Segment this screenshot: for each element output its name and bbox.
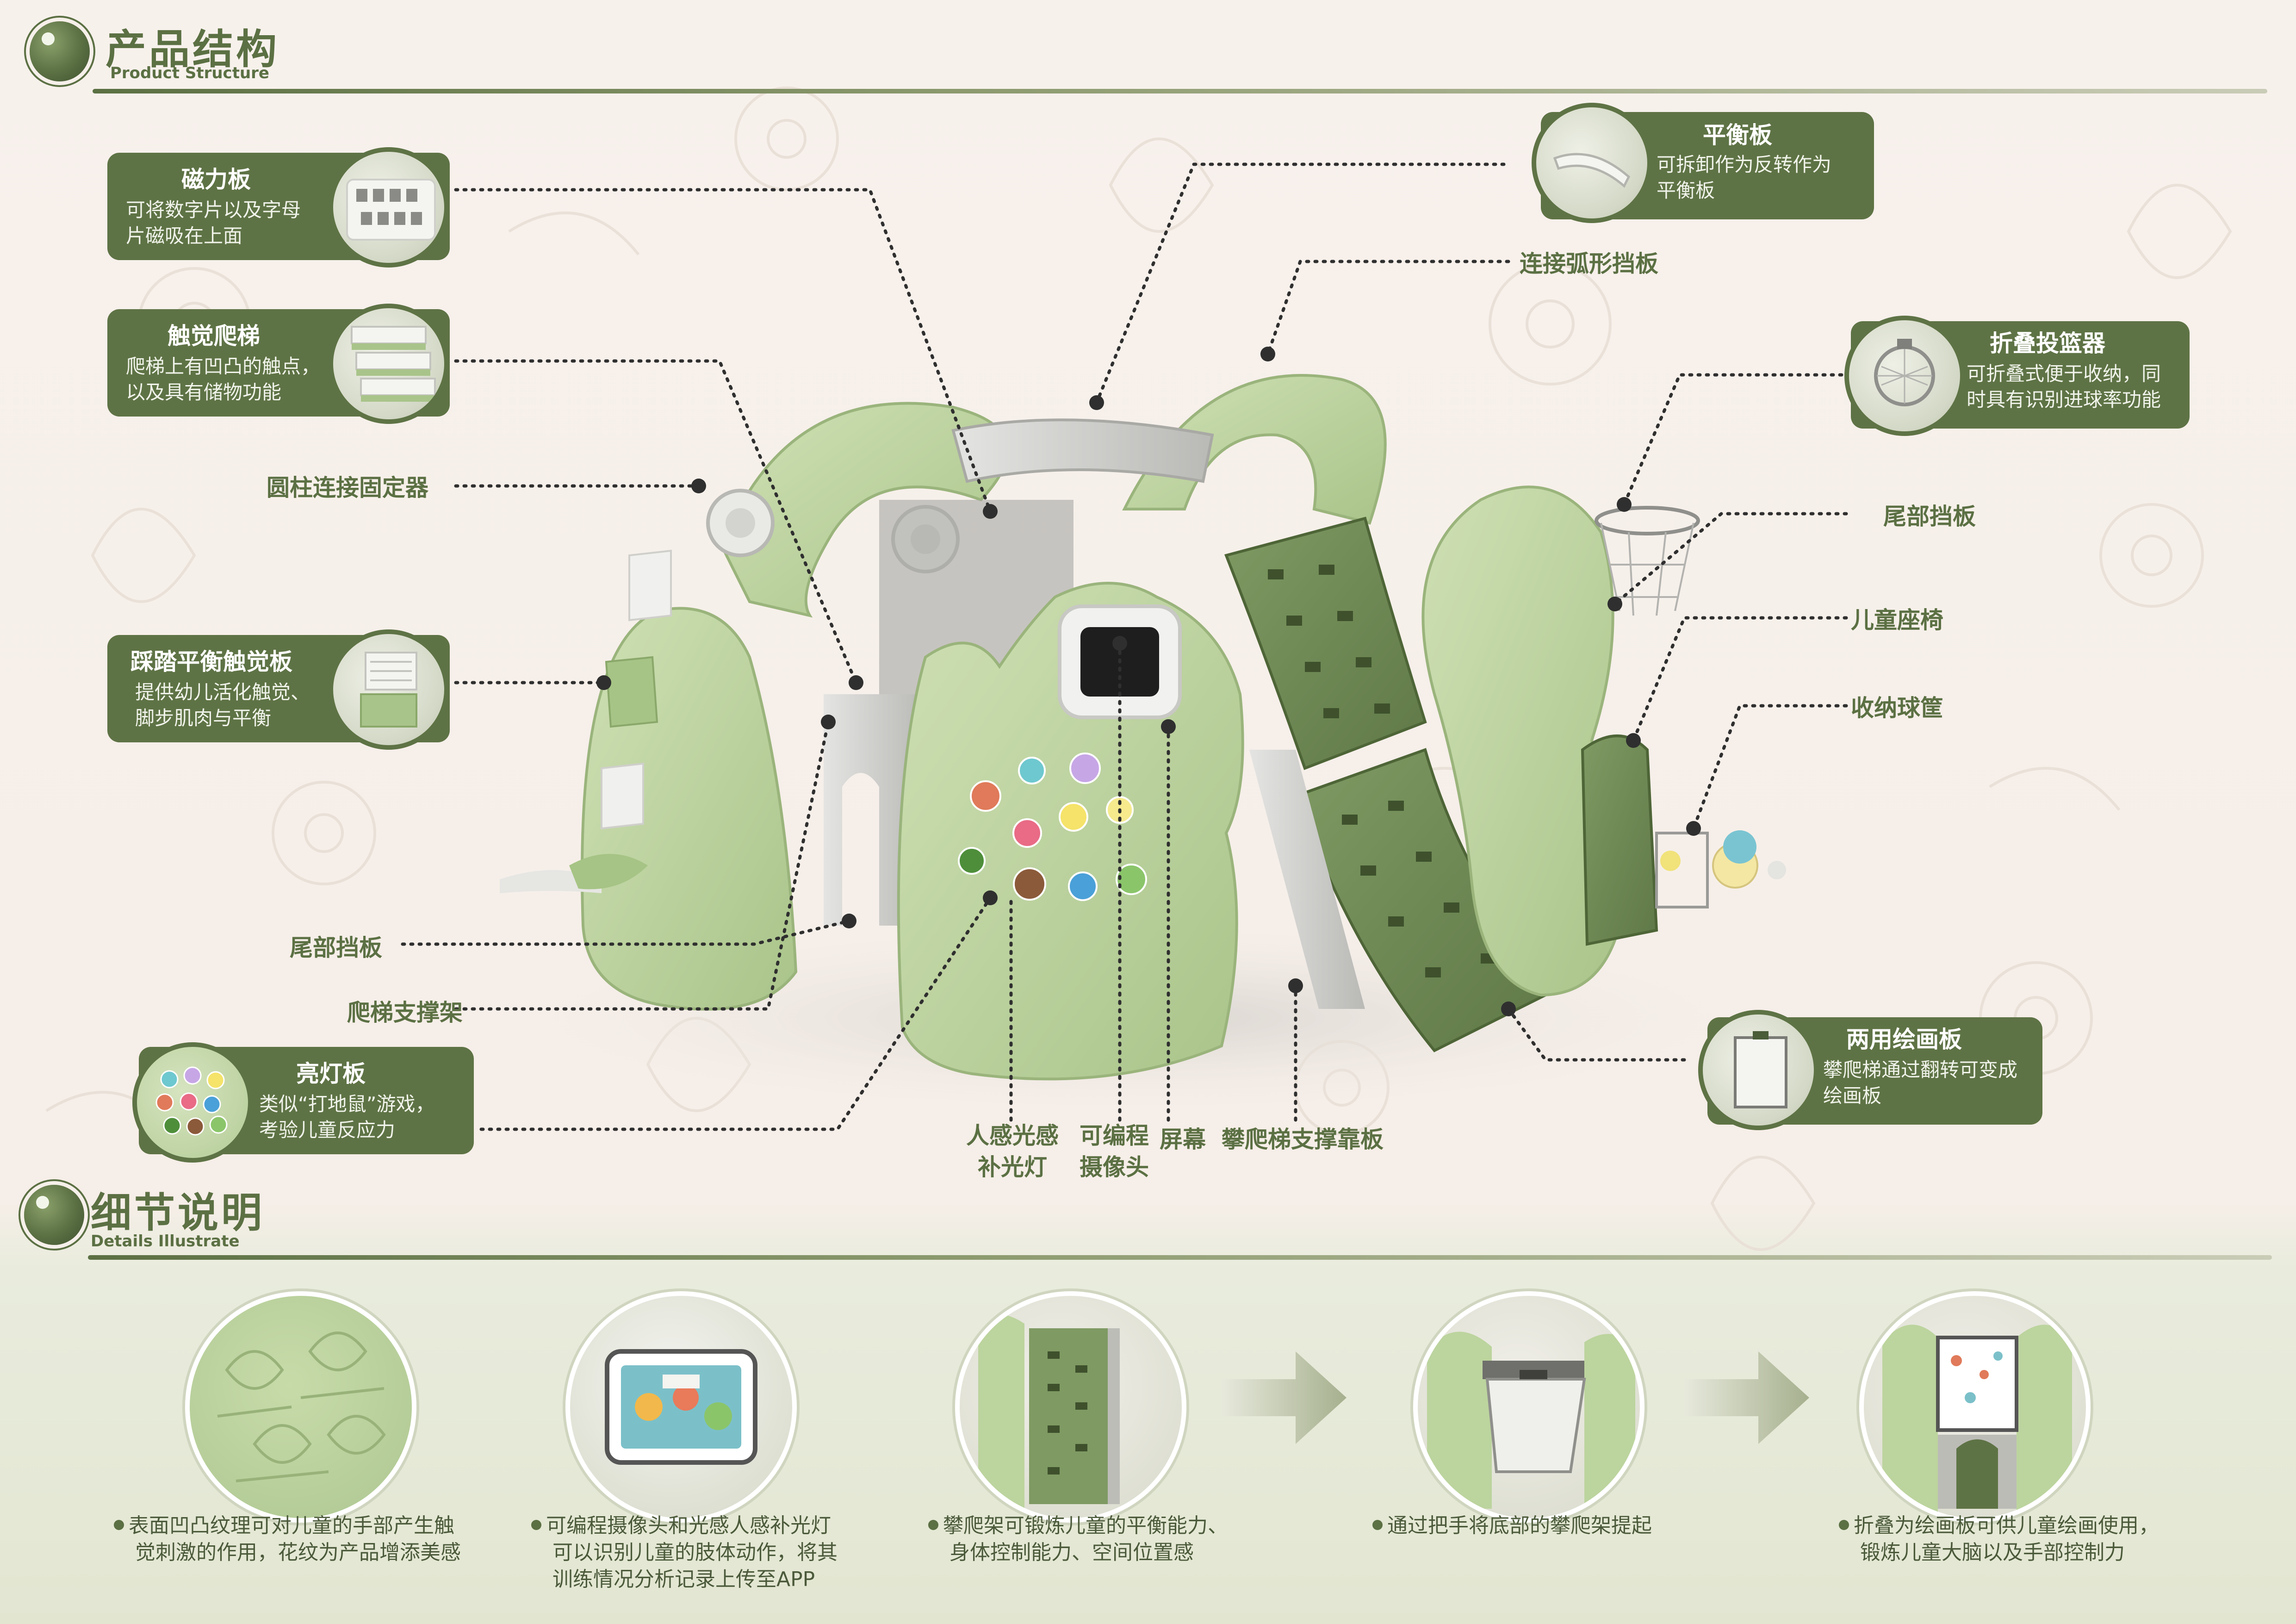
callout-desc: 平衡板 — [1657, 179, 1715, 202]
light-board-thumbnail — [132, 1042, 253, 1163]
detail-drawing-board-image — [1859, 1291, 2091, 1523]
label-screen: 屏幕 — [1160, 1126, 1206, 1153]
callout-desc: 爬梯上有凹凸的触点， — [126, 355, 321, 378]
callout-desc: 脚步肌肉与平衡 — [135, 707, 272, 729]
detail-line: 可编程摄像头和光感人感补光灯 — [546, 1514, 831, 1537]
section-bullet-icon — [24, 1185, 84, 1245]
screen-app-icon — [605, 1349, 757, 1465]
detail-text-drawing: 折叠为绘画板可供儿童绘画使用， 锻炼儿童大脑以及手部控制力 — [1839, 1512, 2159, 1566]
hoop-icon — [1874, 339, 1935, 406]
callout-desc: 可折叠式便于收纳，同 — [1967, 362, 2161, 385]
detail-climbing-frame-image — [955, 1291, 1186, 1523]
callout-desc: 类似“打地鼠”游戏， — [259, 1093, 435, 1115]
detail-camera-image — [565, 1291, 797, 1523]
drawing-board-thumbnail — [1698, 1010, 1818, 1130]
bullet-icon — [1839, 1520, 1849, 1530]
arrow-right-icon — [1222, 1351, 1347, 1444]
section-divider — [88, 1255, 2272, 1260]
callout-title: 两用绘画板 — [1846, 1026, 1962, 1053]
callout-desc: 片磁吸在上面 — [126, 224, 243, 247]
detail-line: 攀爬架可锻炼儿童的平衡能力、 — [943, 1514, 1228, 1537]
balance-board-thumbnail — [1532, 103, 1652, 223]
label-line: 摄像头 — [1080, 1154, 1149, 1181]
detail-texture-image — [185, 1291, 416, 1523]
number-tiles-icon — [346, 179, 436, 241]
callout-desc: 可拆卸作为反转作为 — [1657, 153, 1832, 176]
bullet-icon — [531, 1520, 541, 1530]
detail-line: 训练情况分析记录上传至APP — [552, 1568, 815, 1591]
section-subtitle-details: Details Illustrate — [91, 1232, 240, 1251]
callout-title: 踩踏平衡触觉板 — [130, 648, 292, 675]
step-board-thumbnail — [329, 629, 449, 750]
section-title-details: 细节说明 — [91, 1189, 265, 1237]
callout-title: 亮灯板 — [296, 1060, 366, 1087]
detail-line: 觉刺激的作用，花纹为产品增添美感 — [135, 1541, 461, 1564]
bullet-icon — [114, 1520, 124, 1530]
label-child-seat: 儿童座椅 — [1851, 607, 1943, 634]
label-arc-connector: 连接弧形挡板 — [1520, 250, 1658, 277]
callout-title: 触觉爬梯 — [168, 323, 260, 349]
callout-title: 磁力板 — [181, 166, 251, 193]
folding-hoop-thumbnail — [1844, 316, 1965, 436]
detail-line: 可以识别儿童的肢体动作，将其 — [552, 1541, 838, 1564]
leaf-texture-icon — [217, 1332, 386, 1482]
callout-title: 折叠投篮器 — [1990, 330, 2105, 357]
label-storage-basket: 收纳球筐 — [1851, 695, 1943, 722]
callout-desc: 攀爬梯通过翻转可变成 — [1823, 1058, 2018, 1081]
label-tail-board-left: 尾部挡板 — [290, 934, 382, 961]
detail-text-climbing: 攀爬架可锻炼儿童的平衡能力、 身体控制能力、空间位置感 — [928, 1512, 1228, 1566]
magnetic-board-thumbnail — [329, 147, 449, 268]
detail-line: 锻炼儿童大脑以及手部控制力 — [1860, 1541, 2125, 1564]
label-programmable-camera: 可编程 摄像头 — [1073, 1120, 1156, 1183]
label-line: 补光灯 — [978, 1154, 1047, 1181]
arrow-right-icon — [1684, 1351, 1809, 1444]
bullet-icon — [1372, 1520, 1383, 1530]
tactile-ladder-thumbnail — [329, 304, 449, 424]
section-subtitle-structure: Product Structure — [110, 64, 269, 82]
detail-line: 表面凹凸纹理可对儿童的手部产生触 — [129, 1514, 454, 1537]
label-line: 可编程 — [1080, 1122, 1149, 1149]
callout-title: 平衡板 — [1703, 122, 1772, 149]
label-sensor-light: 人感光感 补光灯 — [957, 1120, 1068, 1183]
step-plates-icon — [360, 652, 417, 728]
easel-icon — [1734, 1031, 1787, 1108]
label-climb-support-board: 攀爬梯支撑靠板 — [1222, 1126, 1384, 1153]
curved-board-icon — [1553, 153, 1631, 188]
section-title-structure: 产品结构 — [105, 25, 280, 73]
detail-line: 折叠为绘画板可供儿童绘画使用， — [1854, 1514, 2159, 1537]
callout-desc: 绘画板 — [1823, 1084, 1882, 1107]
detail-text-camera: 可编程摄像头和光感人感补光灯 可以识别儿童的肢体动作，将其 训练情况分析记录上传… — [531, 1512, 838, 1593]
bullet-icon — [928, 1520, 938, 1530]
section-divider — [93, 89, 2267, 93]
climbing-frame-icon — [978, 1314, 1120, 1509]
callout-desc: 考验儿童反应力 — [259, 1119, 396, 1141]
light-buttons-icon — [155, 1066, 228, 1136]
callout-desc: 可将数字片以及字母 — [126, 199, 301, 221]
label-line: 人感光感 — [966, 1122, 1059, 1149]
callout-desc: 以及具有储物功能 — [126, 381, 282, 404]
detail-line: 通过把手将底部的攀爬架提起 — [1387, 1514, 1652, 1537]
section-bullet-icon — [30, 21, 90, 81]
label-cylinder-fixer: 圆柱连接固定器 — [267, 474, 428, 501]
detail-lift-handle-image — [1413, 1291, 1644, 1523]
callout-desc: 提供幼儿活化触觉、 — [135, 681, 310, 703]
label-tail-board-right: 尾部挡板 — [1883, 503, 1976, 530]
detail-text-texture: 表面凹凸纹理可对儿童的手部产生触 觉刺激的作用，花纹为产品增添美感 — [114, 1512, 461, 1566]
label-ladder-support: 爬梯支撑架 — [347, 999, 463, 1026]
callout-desc: 时具有识别进球率功能 — [1967, 388, 2161, 411]
drawing-easel-icon — [1882, 1325, 2072, 1513]
detail-line: 身体控制能力、空间位置感 — [949, 1541, 1194, 1564]
lift-handle-icon — [1427, 1332, 1635, 1509]
detail-text-lift: 通过把手将底部的攀爬架提起 — [1372, 1512, 1652, 1539]
ladder-steps-icon — [351, 326, 436, 402]
